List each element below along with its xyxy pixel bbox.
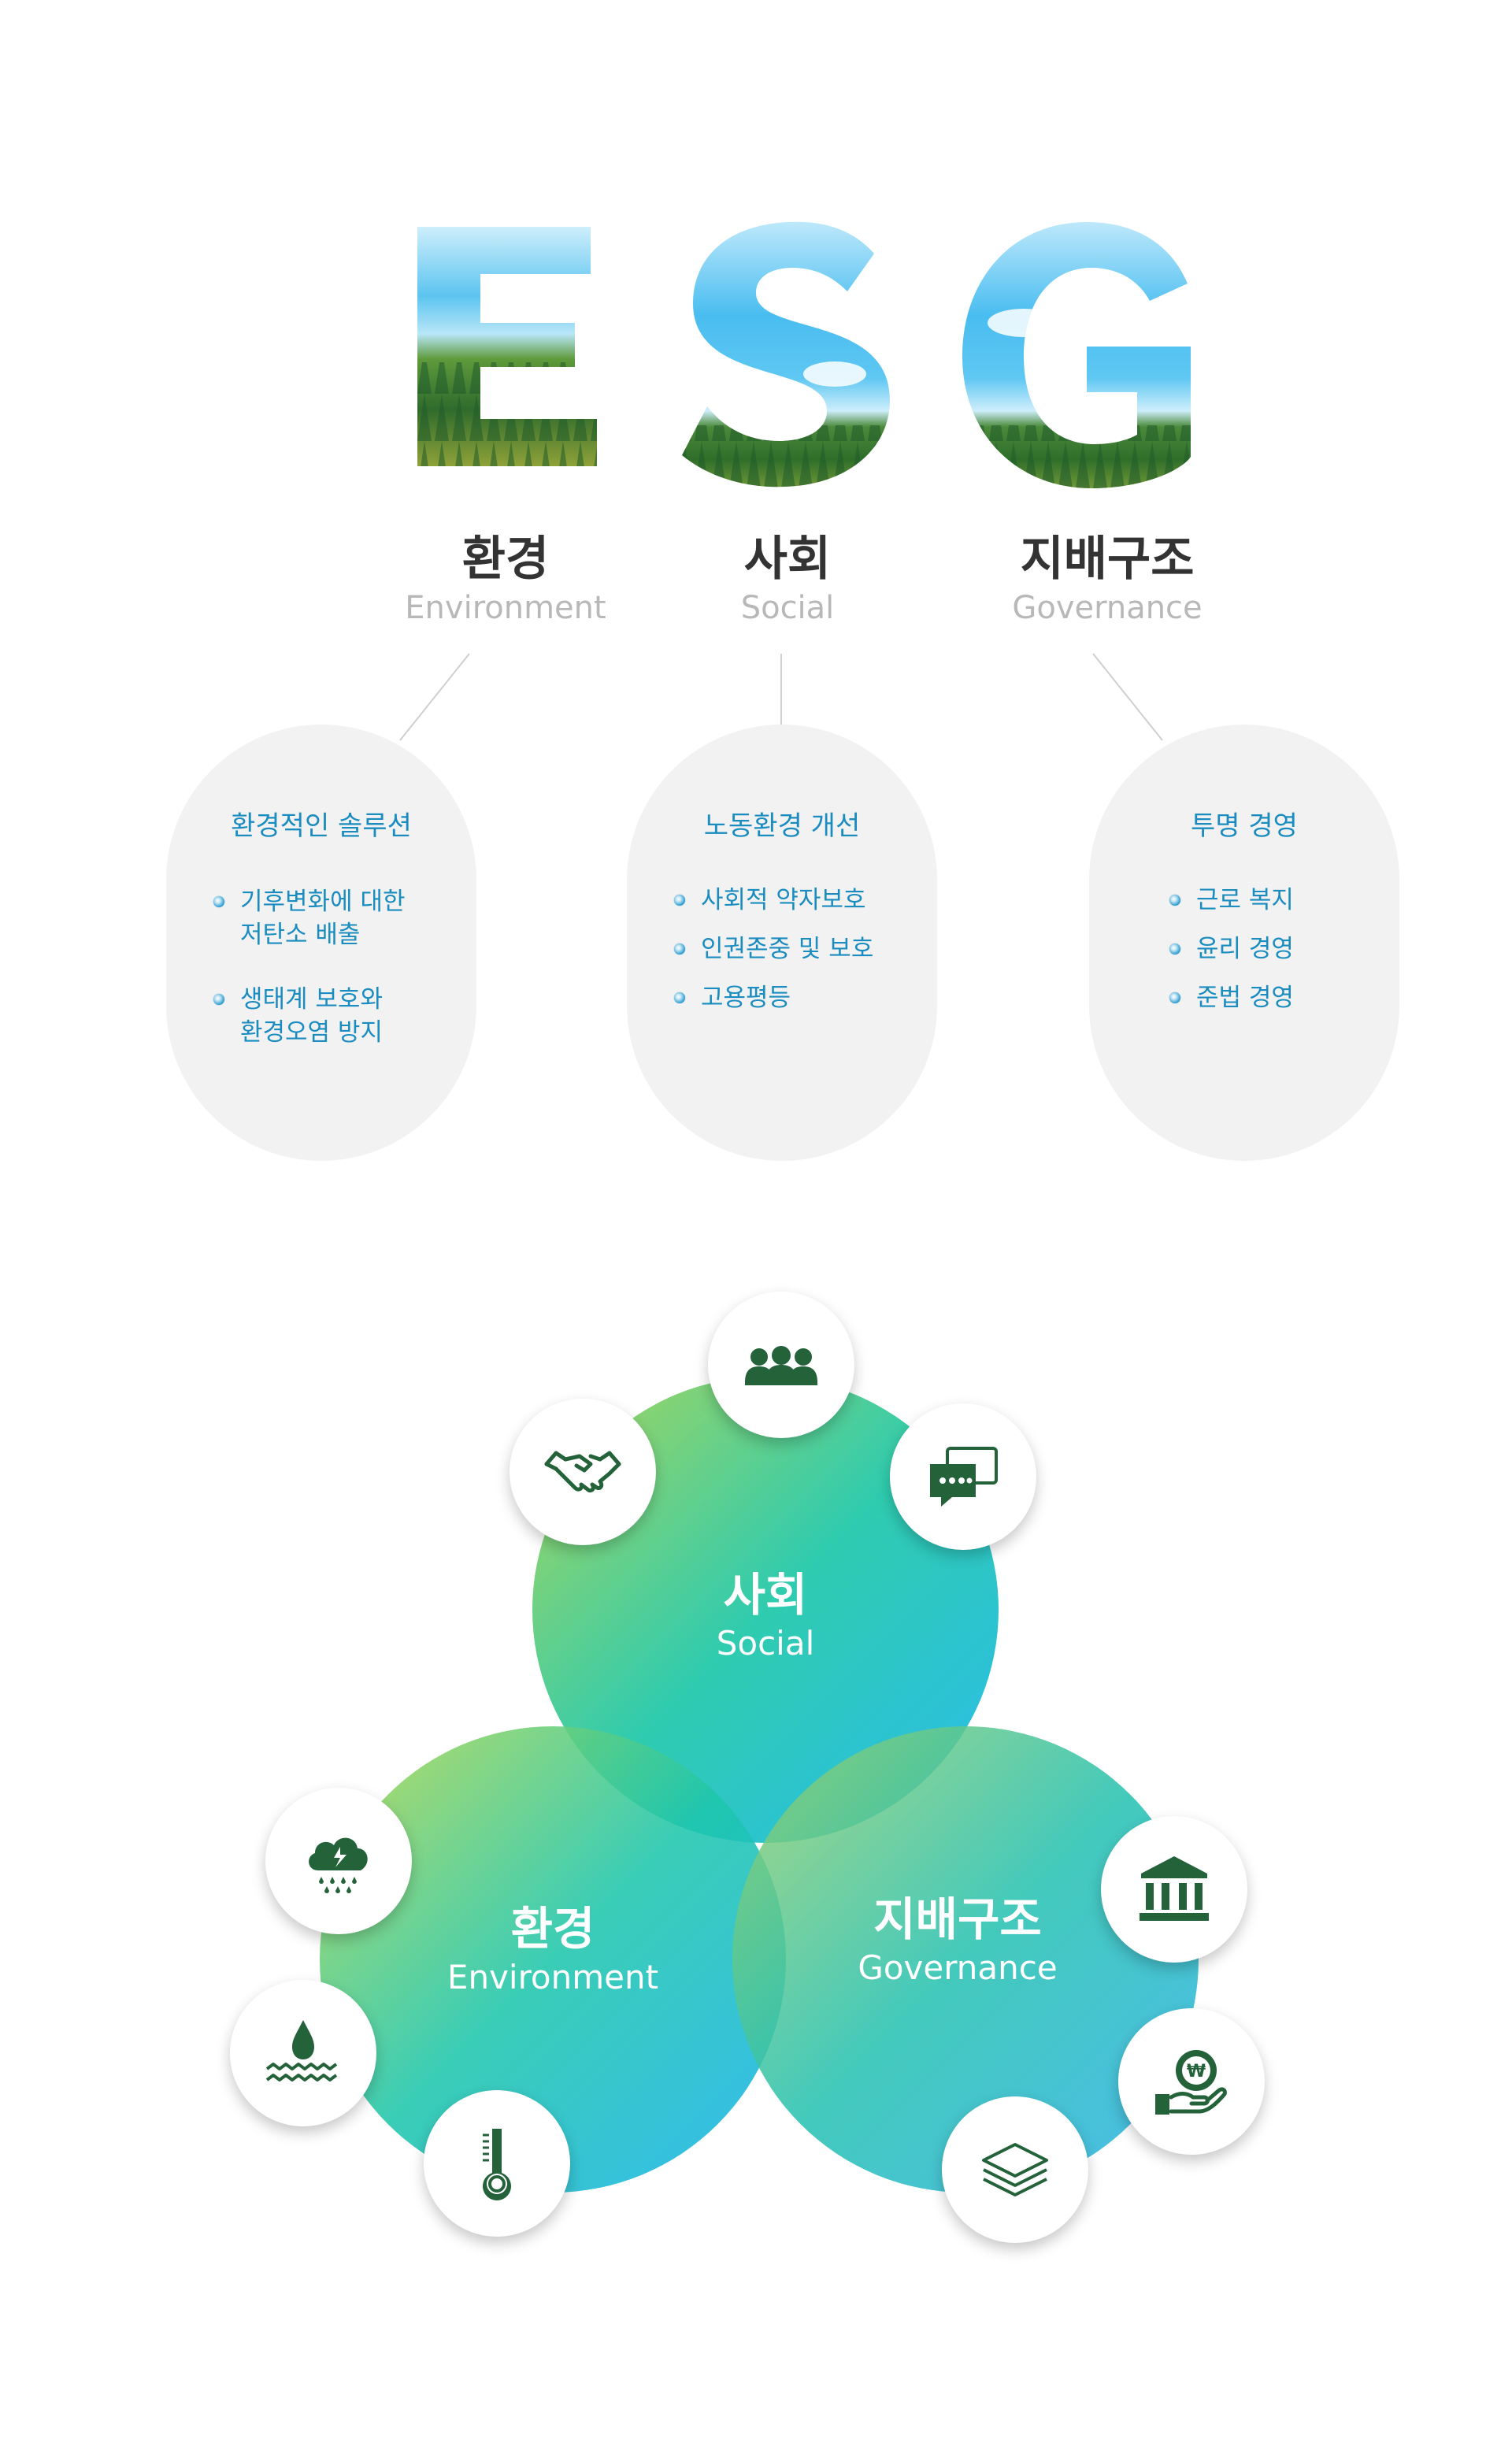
venn-circle-environment (320, 1726, 786, 2193)
capsule-social: 노동환경 개선 사회적 약자보호 인권존중 및 보호 고용평등 (627, 725, 937, 1161)
bullet-dot-icon (213, 994, 224, 1005)
pillar-title-environment: 환경 (461, 532, 550, 587)
pillar-title-social: 사회 (743, 532, 832, 587)
pillar-title-governance: 지배구조 (1020, 532, 1195, 587)
capsule-list: 사회적 약자보호 인권존중 및 보호 고용평등 (674, 884, 873, 1014)
list-item: 생태계 보호와 환경오염 방지 (213, 983, 406, 1049)
bullet-dot-icon (1169, 895, 1180, 906)
pillar-subtitle-governance: Governance (1012, 590, 1203, 626)
bank-building-icon (1140, 1856, 1209, 1921)
list-item: 윤리 경영 (1169, 932, 1294, 966)
bullet-dot-icon (1169, 943, 1180, 955)
list-item: 인권존중 및 보호 (674, 932, 873, 966)
chat-bubbles-icon-bubble (890, 1403, 1036, 1550)
bullet-dot-icon (1169, 992, 1180, 1003)
connector-lines (399, 653, 1163, 741)
water-drop-waves-icon-bubble (230, 1980, 376, 2126)
capsule-environment: 환경적인 솔루션 기후변화에 대한 저탄소 배출 생태계 보호와 환경오염 방지 (166, 725, 476, 1161)
water-drop-waves-icon (265, 2020, 338, 2081)
list-item: 준법 경영 (1169, 981, 1294, 1014)
bullet-dot-icon (674, 943, 685, 955)
list-item: 고용평등 (674, 981, 873, 1014)
capsule-list: 기후변화에 대한 저탄소 배출 생태계 보호와 환경오염 방지 (213, 885, 406, 1049)
pillar-subtitle-environment: Environment (405, 590, 606, 626)
capsule-governance: 투명 경영 근로 복지 윤리 경영 준법 경영 (1089, 725, 1399, 1161)
chat-bubbles-icon (930, 1447, 998, 1507)
venn-label-environment: 환경 Environment (447, 1902, 659, 1996)
bank-building-icon-bubble (1101, 1816, 1247, 1963)
capsule-title: 노동환경 개선 (703, 810, 861, 842)
venn-circle-governance (732, 1726, 1199, 2193)
storm-cloud-icon (309, 1837, 368, 1893)
thermometer-icon-bubble (424, 2090, 570, 2237)
list-item: 사회적 약자보호 (674, 884, 873, 917)
bullet-dot-icon (674, 992, 685, 1003)
list-item: 근로 복지 (1169, 884, 1294, 917)
svg-text:₩: ₩ (1187, 2062, 1206, 2081)
venn-label-governance: 지배구조 Governance (858, 1892, 1058, 1987)
thermometer-icon (483, 2129, 511, 2200)
bullet-dot-icon (674, 895, 685, 906)
esg-big-letters (0, 205, 1512, 504)
people-group-icon-bubble (708, 1292, 854, 1438)
people-group-icon (745, 1346, 817, 1385)
bullet-dot-icon (213, 896, 224, 907)
capsule-list: 근로 복지 윤리 경영 준법 경영 (1169, 884, 1294, 1014)
layers-icon-bubble (942, 2096, 1088, 2243)
pillar-subtitle-social: Social (740, 590, 835, 626)
esg-venn-diagram: 사회 Social 환경 Environment 지배구조 Governance (0, 1260, 1512, 2284)
coin-hand-icon: ₩ (1155, 2050, 1227, 2115)
venn-label-social: 사회 Social (716, 1568, 815, 1663)
coin-hand-icon-bubble: ₩ (1118, 2008, 1265, 2155)
handshake-icon (544, 1451, 621, 1493)
handshake-icon-bubble (510, 1399, 656, 1545)
list-item: 기후변화에 대한 저탄소 배출 (213, 885, 406, 951)
storm-cloud-icon-bubble (265, 1788, 412, 1934)
capsule-title: 투명 경영 (1191, 810, 1298, 842)
capsule-title: 환경적인 솔루션 (231, 810, 412, 842)
layers-icon (982, 2143, 1048, 2196)
